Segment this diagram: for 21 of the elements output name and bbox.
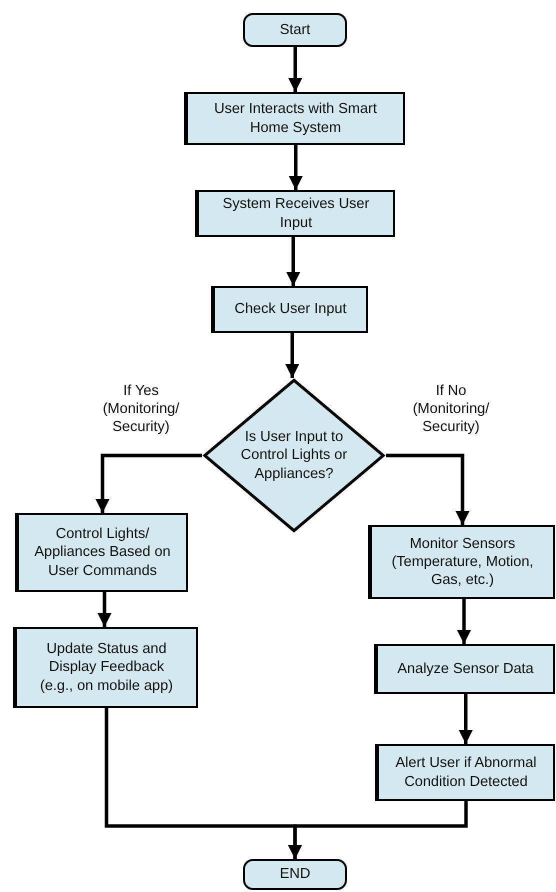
arrow	[288, 801, 468, 859]
arrow	[288, 145, 303, 190]
terminal-box: END	[243, 859, 347, 890]
arrow	[286, 237, 300, 286]
process-box: Alert User if Abnormal Condition Detected	[377, 744, 555, 801]
process-box: Monitor Sensors (Temperature, Motion, Gas, etc.)	[370, 525, 555, 599]
arrow	[288, 47, 302, 92]
process-box: Check User Input	[213, 286, 368, 333]
arrow	[96, 454, 202, 513]
arrow	[457, 599, 471, 644]
arrow	[458, 694, 473, 744]
decision-diamond: Is User Input to Control Lights or Appliances?	[202, 378, 386, 533]
process-box: System Receives User Input	[197, 190, 395, 237]
process-box: User Interacts with Smart Home System	[186, 92, 405, 145]
terminal-box: Start	[243, 13, 347, 47]
process-box: Update Status and Display Feedback (e.g., on mobile app)	[15, 627, 198, 708]
process-box: Control Lights/ Appliances Based on User Commands	[17, 513, 188, 592]
arrow	[98, 592, 112, 627]
arrow	[386, 454, 470, 525]
arrow	[285, 333, 300, 378]
process-box: Analyze Sensor Data	[376, 644, 555, 694]
